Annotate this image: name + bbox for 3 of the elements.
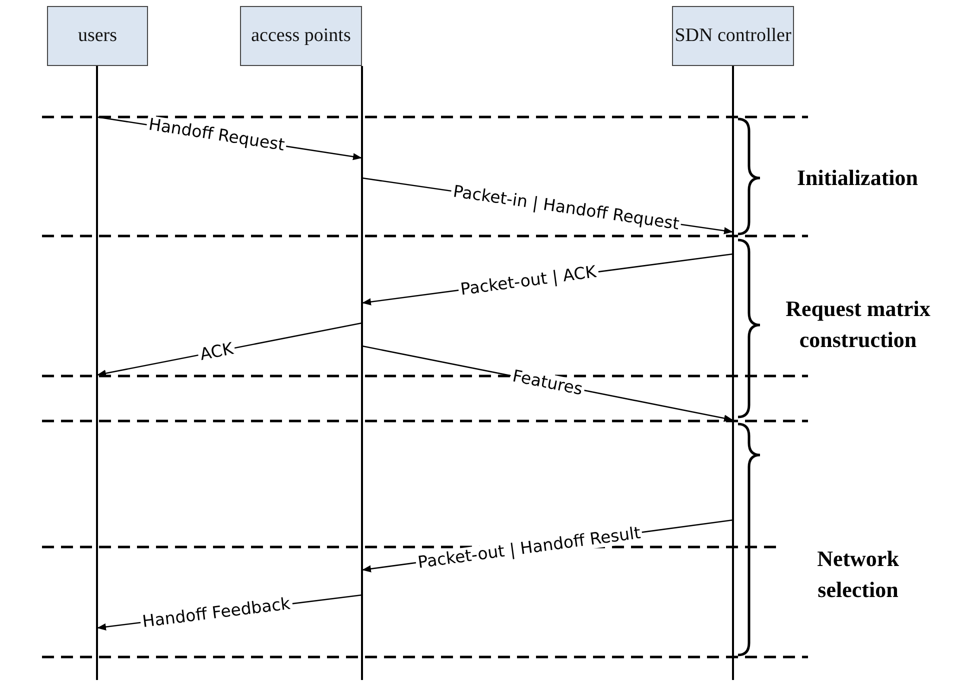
participant-box: SDN controller — [672, 6, 794, 66]
participant-box: users — [47, 6, 148, 66]
participant-box: access points — [240, 6, 362, 66]
